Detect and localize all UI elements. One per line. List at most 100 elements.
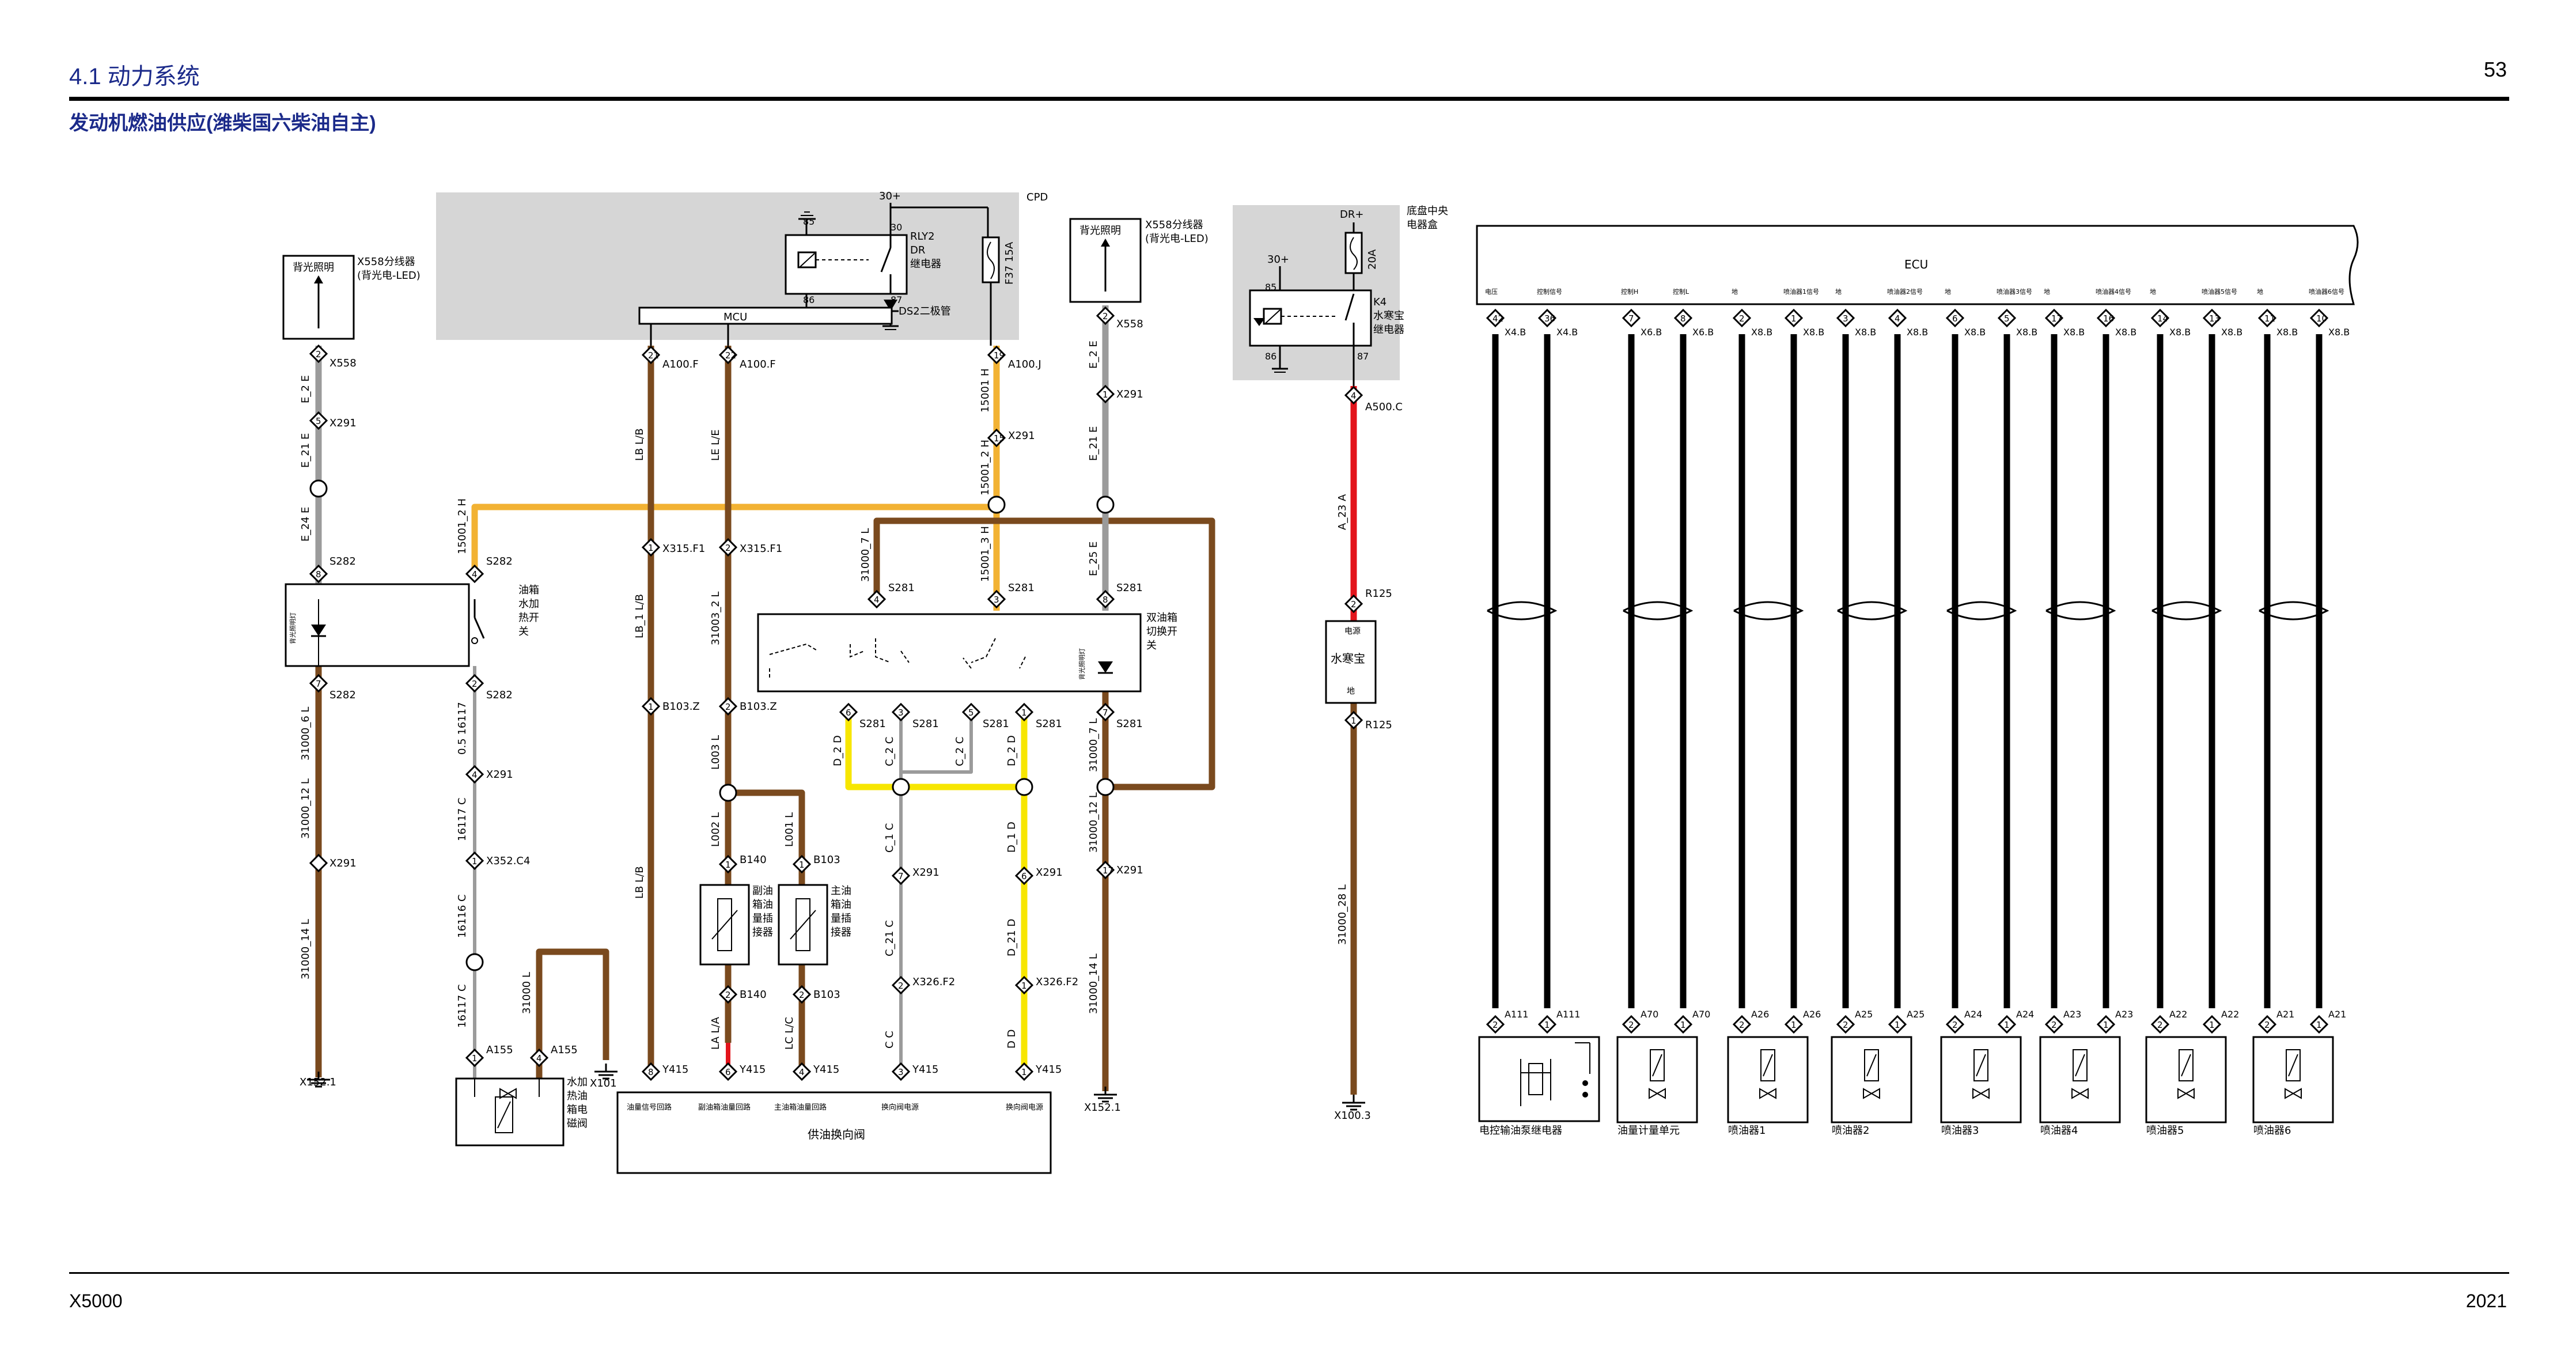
pin-number: 2 [1843,1020,1848,1030]
svg-text:DS2二极管: DS2二极管 [899,305,951,317]
diode-icon [884,300,897,311]
label: A100.F [662,358,699,370]
pin-number: 1 [725,860,731,870]
ecu-connector: X8.B [1855,327,1876,338]
pin [641,345,661,365]
valve-icon [1766,1088,1776,1099]
valve-icon [2071,1088,2082,1099]
heater-label: 水加 热油 箱电 磁阀 [567,1076,591,1130]
svg-text:30: 30 [891,222,902,233]
label: X291 [1116,864,1143,876]
splice [465,953,484,971]
pin-number: 42 [1492,313,1503,324]
label: X326.F2 [1036,976,1078,988]
pin-number: 22 [725,350,736,361]
svg-text:副油箱油量回路: 副油箱油量回路 [698,1103,751,1112]
coil-icon [1976,1054,1986,1077]
label: R125 [1365,719,1392,731]
pin [1014,702,1034,722]
label: LE L/E [710,429,722,461]
device-connector: A25 [1855,1009,1873,1020]
twisted-pair-icon [1946,601,2017,620]
ecu-pin-label: 喷油器3信号 [1997,287,2032,296]
sub-sender-label: 副油 箱油 量插 接器 [752,885,776,939]
pin-number: 1 [2316,1020,2322,1030]
svg-text:背光照明灯: 背光照明灯 [289,612,297,644]
pin-number: 6 [1952,313,1958,324]
label: X352.C4 [486,855,530,867]
pin-number: 1 [2209,1020,2215,1030]
label: Y415 [662,1064,688,1076]
pin [718,538,738,557]
svg-text:背光照明: 背光照明 [293,262,334,274]
device-label: 喷油器3 [1941,1125,1979,1137]
device-connector: A22 [2169,1009,2187,1020]
wire [901,714,973,774]
coil-icon [1763,1054,1773,1077]
ecu-pin [1945,308,1965,328]
ecu-pin-label: 控制L [1673,287,1689,296]
label: 31003_2 L [710,592,722,645]
label: 31000_28 L [1336,884,1348,945]
label: X291 [912,867,940,879]
device-pin [1784,1015,1804,1034]
label: X291 [1008,430,1035,442]
svg-text:DR+: DR+ [1340,209,1363,221]
pin-number: 8 [316,569,321,580]
label: E_25 E [1088,542,1100,576]
label: LB L/B [634,428,646,461]
label: X291 [329,417,357,429]
pin [465,674,484,693]
device-pin [2096,1015,2116,1034]
device-label: 喷油器2 [1832,1125,1869,1137]
cpd-relay-label: RLY2 DR 继电器 [910,230,941,270]
device-connector: A25 [1907,1009,1925,1020]
label: D_2 D [832,735,844,766]
device-pin [1888,1015,1907,1034]
cpd-30plus: 30+ [879,190,901,202]
device-connector: A70 [1641,1009,1658,1020]
pin-number: 15 [994,433,1005,444]
ecu-connector: X8.B [1964,327,1986,338]
ecu-connector: X8.B [1751,327,1772,338]
wire [873,517,1215,790]
pin [718,854,738,874]
label: B103.Z [740,701,777,713]
label: A155 [486,1044,513,1056]
ecu-connector: X8.B [2221,327,2242,338]
device-connector: A22 [2221,1009,2239,1020]
pin-number: 1 [1021,707,1027,718]
device-connector: A21 [2328,1009,2346,1020]
label: X291 [1036,867,1063,879]
pin-number: 2 [725,990,731,1000]
pin-number: 8 [1103,595,1108,605]
pin-number: 2 [1628,1020,1634,1030]
pin [987,345,1006,365]
svg-text:供油换向阀: 供油换向阀 [808,1127,865,1141]
svg-text:ECU: ECU [1904,258,1928,271]
pin [309,674,328,693]
pin-number: 2 [2157,1020,2163,1030]
pin-number: 6 [725,1067,731,1077]
svg-text:MCU: MCU [723,311,747,323]
pin-number: 1 [1895,1020,1900,1030]
pin-number: 11 [2264,313,2275,324]
ecu-pin-label: 喷油器5信号 [2202,287,2237,296]
valve-icon [2285,1088,2295,1099]
fuel-diverter-valve [616,1091,1052,1174]
valve-icon [2291,1088,2302,1099]
label: E_2 E [1088,340,1100,369]
svg-text:背光照明: 背光照明 [1079,225,1121,237]
header-rule [69,97,2509,101]
pin-number: 3 [994,595,999,605]
device-label: 油量计量单元 [1617,1125,1680,1137]
pin [1096,384,1115,404]
x558-right-label: X558分线器 (背光电-LED) [1145,219,1209,245]
ecu-pin-label: 喷油器4信号 [2096,287,2131,296]
main-sender-label: 主油 箱油 量插 接器 [831,885,855,939]
device-connector: A23 [2063,1009,2081,1020]
ecu-connector: X8.B [2328,327,2350,338]
pin-number: 4 [874,595,880,605]
valve-icon [1863,1088,1873,1099]
svg-text:地: 地 [1347,687,1355,696]
